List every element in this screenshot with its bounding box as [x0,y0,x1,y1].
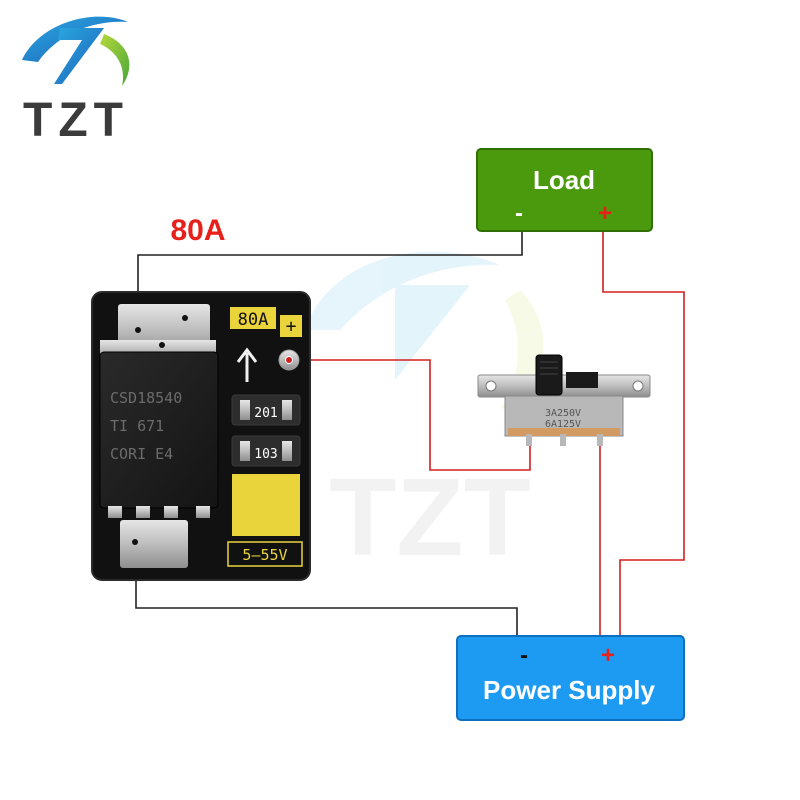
logo-t-mark-icon [54,28,104,84]
plus-label: + [286,316,297,337]
resistor-1-marking: 201 [254,406,277,421]
load-label: Load [533,165,595,195]
power-supply-label: Power Supply [483,675,655,705]
mosfet-source-pad [120,520,188,568]
up-arrow-icon [236,347,258,382]
switch-mount-hole [632,380,644,392]
brand-logo: TZT [22,16,130,147]
rating-badge [230,307,276,329]
power-supply-box: - + Power Supply [456,635,685,721]
mosfet-pin [164,506,178,518]
brand-name: TZT [23,94,129,147]
slide-switch: 3A250V 6A125V [477,354,651,446]
mosfet-package [99,351,219,509]
load-plus-terminal: + [598,200,612,227]
diagram-title: 80A [170,214,225,247]
mosfet-pin [196,506,210,518]
switch-mount-hole [485,380,497,392]
logo-swoosh-icon [22,16,128,62]
plus-pad [280,315,302,337]
switch-module: CSD18540 TI 671 CORI E4 80A + [91,291,311,581]
supply-minus-terminal: - [520,642,528,669]
switch-rating-1: 3A250V [545,408,581,419]
load-box: Load - + [476,148,653,232]
mosfet-pin [108,506,122,518]
module-to-switch-wire [290,359,531,471]
load-positive-wire [602,228,685,638]
resistor-2-marking: 103 [254,447,277,462]
mosfet-marking-line-2: TI 671 [110,417,164,435]
rating-label: 80A [238,310,269,330]
switch-mounting-plate [477,374,651,398]
input-wire-dot [286,357,292,363]
mosfet-marking-line-1: CSD18540 [110,389,182,407]
switch-pin [597,434,603,446]
mosfet-pin [136,506,150,518]
switch-rating-2: 6A125V [545,419,581,430]
switch-pin [526,434,532,446]
logo-leaf-icon [100,34,130,86]
mosfet-marking-line-3: CORI E4 [110,445,173,463]
switch-pin [560,434,566,446]
switch-slot [566,372,598,388]
switch-base [508,428,620,436]
voltage-badge [227,541,303,567]
voltage-label: 5—55V [242,546,287,564]
watermark-text: TZT [329,456,531,579]
gate-pad [232,474,300,536]
switch-actuator [535,354,563,396]
load-minus-terminal: - [515,200,523,227]
supply-plus-terminal: + [601,642,615,669]
